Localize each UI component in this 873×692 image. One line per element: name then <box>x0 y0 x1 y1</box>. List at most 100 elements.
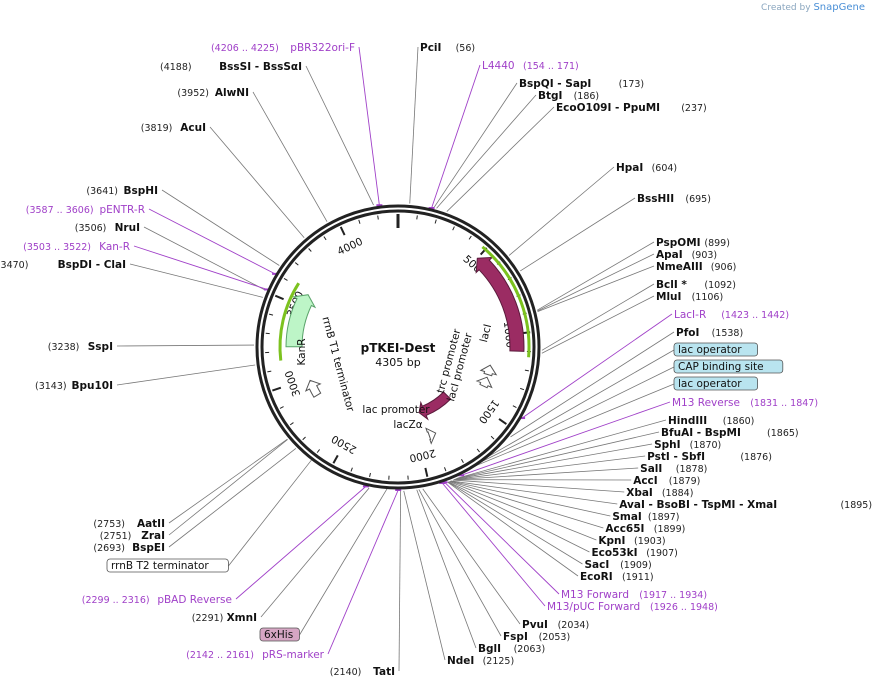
site-leader-line <box>452 479 625 493</box>
feature-label: lac promoter <box>362 404 430 416</box>
restriction-site-label[interactable]: NdeI <box>447 655 474 667</box>
restriction-site-label[interactable]: EcoO109I - PpuMI <box>556 102 660 114</box>
major-tick <box>274 294 284 301</box>
restriction-site-label[interactable]: SphI <box>654 439 680 451</box>
restriction-site-label[interactable]: HpaI <box>616 162 643 174</box>
restriction-site-label[interactable]: PfoI <box>676 327 699 339</box>
primer-label[interactable]: Kan-R <box>99 241 130 253</box>
restriction-site-label[interactable]: SalI <box>640 463 662 475</box>
primer-label[interactable]: pBAD Reverse <box>157 594 232 606</box>
site-position: (186) <box>574 91 600 102</box>
feature-box-label[interactable]: lac operator <box>673 376 758 391</box>
site-leader-line <box>537 241 655 311</box>
leader-lines <box>116 46 675 672</box>
restriction-site-label[interactable]: NmeAIII <box>656 261 703 273</box>
primer-position: (1423 .. 1442) <box>721 310 789 321</box>
restriction-site-label[interactable]: HindIII <box>668 415 707 427</box>
restriction-site-label[interactable]: Acc65I <box>605 523 644 535</box>
minor-tick <box>289 422 294 426</box>
restriction-site-label[interactable]: PciI <box>420 42 441 54</box>
restriction-site-label[interactable]: Eco53kI <box>591 547 637 559</box>
site-leader-line <box>537 253 655 312</box>
primer-label[interactable]: M13/pUC Forward <box>547 601 640 613</box>
restriction-site-label[interactable]: PspOMI <box>656 237 701 249</box>
primer-label[interactable]: M13 Forward <box>561 589 629 601</box>
site-leader-line <box>510 331 675 438</box>
restriction-site-label[interactable]: AvaI - BsoBI - TspMI - XmaI <box>619 499 777 511</box>
minor-tick <box>377 215 379 220</box>
site-leader-line <box>305 65 374 206</box>
feature-box-label[interactable]: lac operator <box>673 342 758 357</box>
restriction-site-label[interactable]: BspDI - ClaI <box>58 259 126 271</box>
feature-box-label[interactable]: CAP binding site <box>673 359 784 374</box>
promoter-arrow <box>479 364 498 377</box>
plasmid-backbone <box>255 204 541 490</box>
site-leader-line <box>449 481 597 541</box>
restriction-site-label[interactable]: SmaI <box>612 511 642 523</box>
plasmid-name: pTKEI-Dest <box>361 341 436 355</box>
restriction-site-label[interactable]: EcoRI <box>580 571 613 583</box>
restriction-site-label[interactable]: Bpu10I <box>71 380 113 392</box>
restriction-site-label[interactable]: KpnI <box>598 535 625 547</box>
site-position: (1878) <box>676 464 708 475</box>
primer-label[interactable]: pRS-marker <box>262 649 325 661</box>
restriction-site-label[interactable]: BspEI <box>132 542 165 554</box>
primer-label[interactable]: M13 Reverse <box>672 397 740 409</box>
restriction-site-label[interactable]: NruI <box>115 222 140 234</box>
restriction-site-label[interactable]: SacI <box>584 559 609 571</box>
primer-label[interactable]: L4440 <box>482 60 515 72</box>
restriction-site-label[interactable]: BglI <box>478 643 501 655</box>
primer-leader-line <box>148 208 276 275</box>
primer-label[interactable]: LacI-R <box>674 309 706 321</box>
site-leader-line <box>450 480 611 517</box>
laci-feature-arrow[interactable] <box>475 256 525 352</box>
restriction-site-label[interactable]: BspHI <box>124 185 158 197</box>
restriction-site-label[interactable]: FspI <box>503 631 528 643</box>
primer-leader-line <box>444 481 560 595</box>
restriction-site-label[interactable]: ApaI <box>656 249 683 261</box>
site-position: (2125) <box>483 656 515 667</box>
feature-box-label[interactable]: rrnB T2 terminator <box>106 558 229 573</box>
restriction-site-label[interactable]: AlwNI <box>215 87 249 99</box>
site-position: (695) <box>685 194 711 205</box>
minor-tick <box>308 248 312 252</box>
site-leader-line <box>447 481 579 577</box>
restriction-site-label[interactable]: BssSI - BssSαI <box>219 61 302 73</box>
restriction-site-label[interactable]: XbaI <box>626 487 653 499</box>
kanr-feature-arrow[interactable] <box>285 294 317 348</box>
restriction-site-label[interactable]: TatI <box>373 666 395 678</box>
primer-position: (2142 .. 2161) <box>186 650 254 661</box>
restriction-site-label[interactable]: BfuAI - BspMI <box>661 427 741 439</box>
site-leader-line <box>541 283 655 351</box>
restriction-site-label[interactable]: MluI <box>656 291 681 303</box>
restriction-site-label[interactable]: AcuI <box>180 122 206 134</box>
restriction-site-label[interactable]: AatII <box>137 518 165 530</box>
restriction-site-label[interactable]: PstI - SbfI <box>647 451 705 463</box>
restriction-site-label[interactable]: XmnI <box>227 612 257 624</box>
site-leader-line <box>433 82 518 208</box>
primer-leader-line <box>133 245 268 290</box>
feature-box <box>673 359 784 374</box>
feature-box-label[interactable]: 6xHis <box>259 627 300 642</box>
restriction-site-label[interactable]: PvuI <box>522 619 548 631</box>
feature-box-text: lac operator <box>678 378 742 390</box>
box-leader-line <box>228 457 314 567</box>
restriction-site-label[interactable]: SspI <box>88 341 113 353</box>
site-leader-line <box>209 126 305 238</box>
tick-label: 2000 <box>408 446 437 464</box>
primer-label[interactable]: pENTR-R <box>99 204 145 216</box>
restriction-site-label[interactable]: BclI * <box>656 279 687 291</box>
restriction-site-label[interactable]: BspQI - SapI <box>519 78 591 90</box>
restriction-site-label[interactable]: BtgI <box>538 90 562 102</box>
site-position: (3819) <box>141 123 173 134</box>
primer-position: (3587 .. 3606) <box>26 205 94 216</box>
site-position: (1538) <box>712 328 744 339</box>
restriction-site-label[interactable]: AccI <box>633 475 657 487</box>
plasmid-size: 4305 bp <box>375 356 420 369</box>
lacza-feature-arrow[interactable] <box>418 391 452 421</box>
primer-label[interactable]: pBR322ori-F <box>290 42 355 54</box>
restriction-site-label[interactable]: ZraI <box>141 530 165 542</box>
created-by-text: Created by <box>761 3 811 13</box>
site-position: (3143) <box>35 381 67 392</box>
restriction-site-label[interactable]: BssHII <box>637 193 674 205</box>
